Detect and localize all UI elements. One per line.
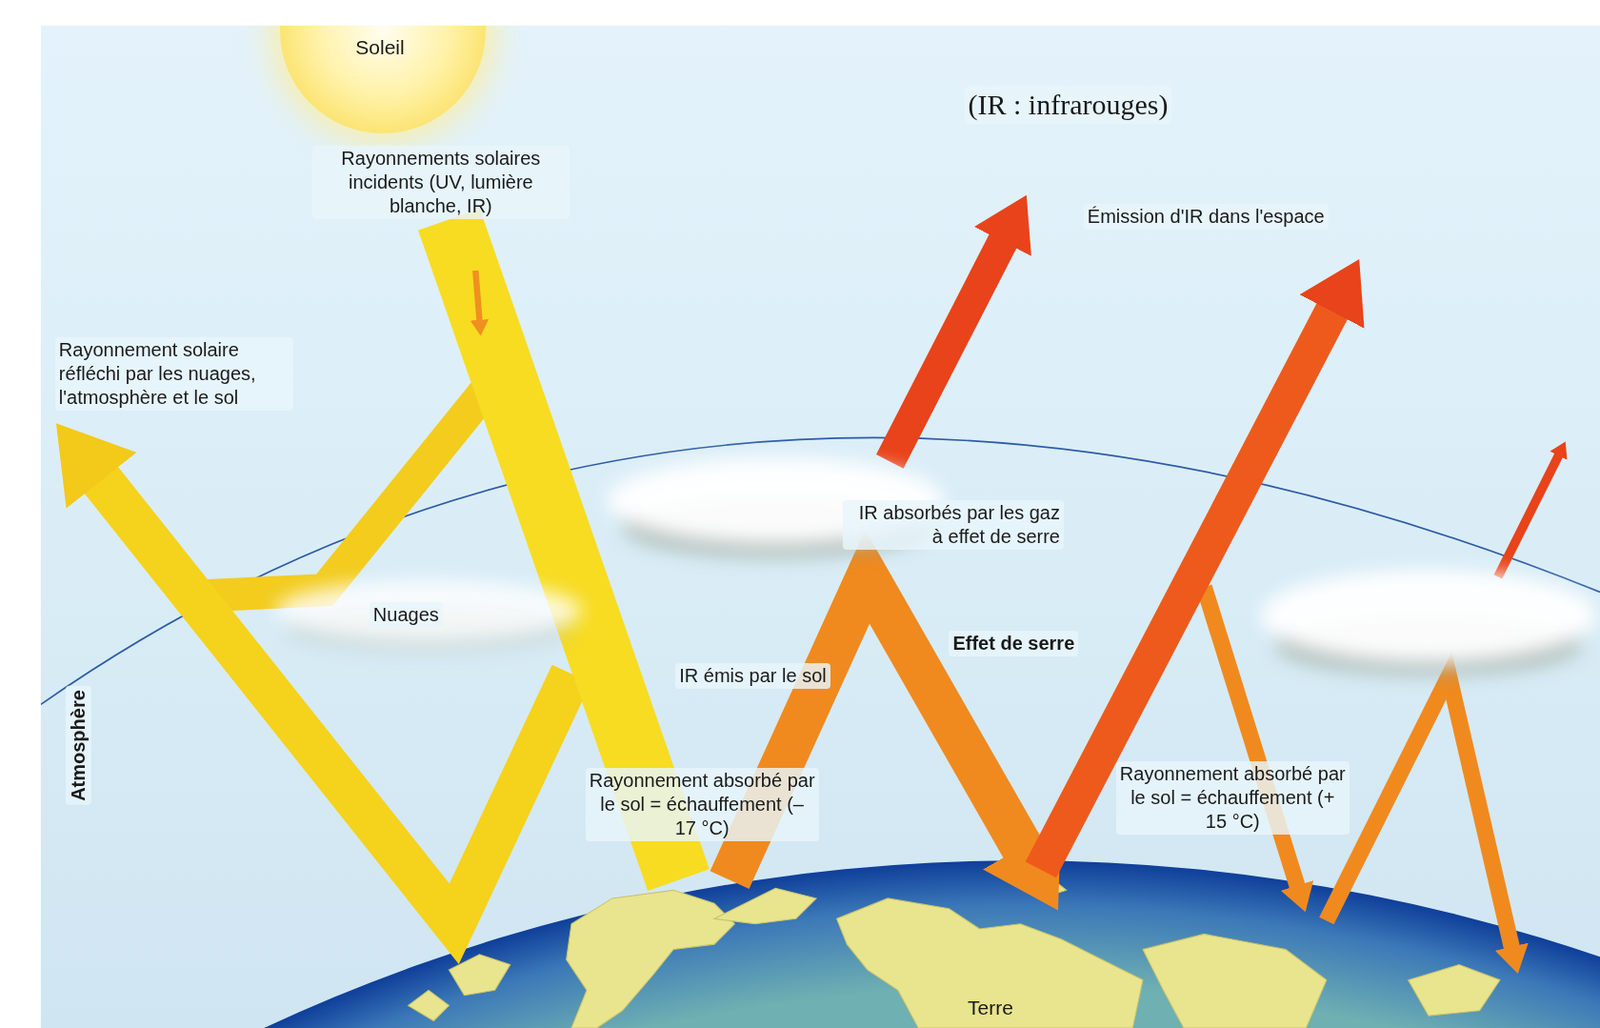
heating-warm-label: Rayonnement absorbé par le sol = échauff… (1116, 760, 1350, 835)
ir-space-ray (889, 237, 1005, 462)
legend-note: (IR : infrarouges) (964, 85, 1173, 124)
node-text: Soleil (355, 36, 404, 60)
atmosphere-label: Atmosphère (65, 685, 92, 805)
node-text: Terre (967, 996, 1014, 1019)
reflected-label: Rayonnement solaire réfléchi par les nua… (55, 337, 294, 411)
reflected-ray-cloud (194, 387, 489, 597)
emission-label: Émission d'IR dans l'espace (1083, 203, 1329, 230)
clouds (275, 457, 1598, 674)
incident-arrow-mark (475, 270, 480, 322)
ir-space-ray-2 (1498, 454, 1560, 578)
earth-label: Terre (961, 994, 1020, 1021)
ir-ground-label: IR émis par le sol (675, 662, 831, 689)
cloud-label: Nuages (369, 601, 443, 628)
incident-label: Rayonnements solaires incidents (UV, lum… (312, 145, 570, 220)
greenhouse-label: Effet de serre (948, 630, 1079, 657)
absorbed-label: IR absorbés par les gaz à effet de serre (842, 500, 1064, 550)
page-margin (0, 0, 1600, 26)
heating-cold-label: Rayonnement absorbé par le sol = échauff… (585, 767, 820, 841)
earth (0, 860, 1600, 1028)
page-margin (0, 0, 41, 1028)
ir-greenhouse-ray-2 (1326, 675, 1513, 949)
reflected-ray-ground (97, 474, 572, 923)
sun-disc: Soleil (280, 0, 486, 134)
